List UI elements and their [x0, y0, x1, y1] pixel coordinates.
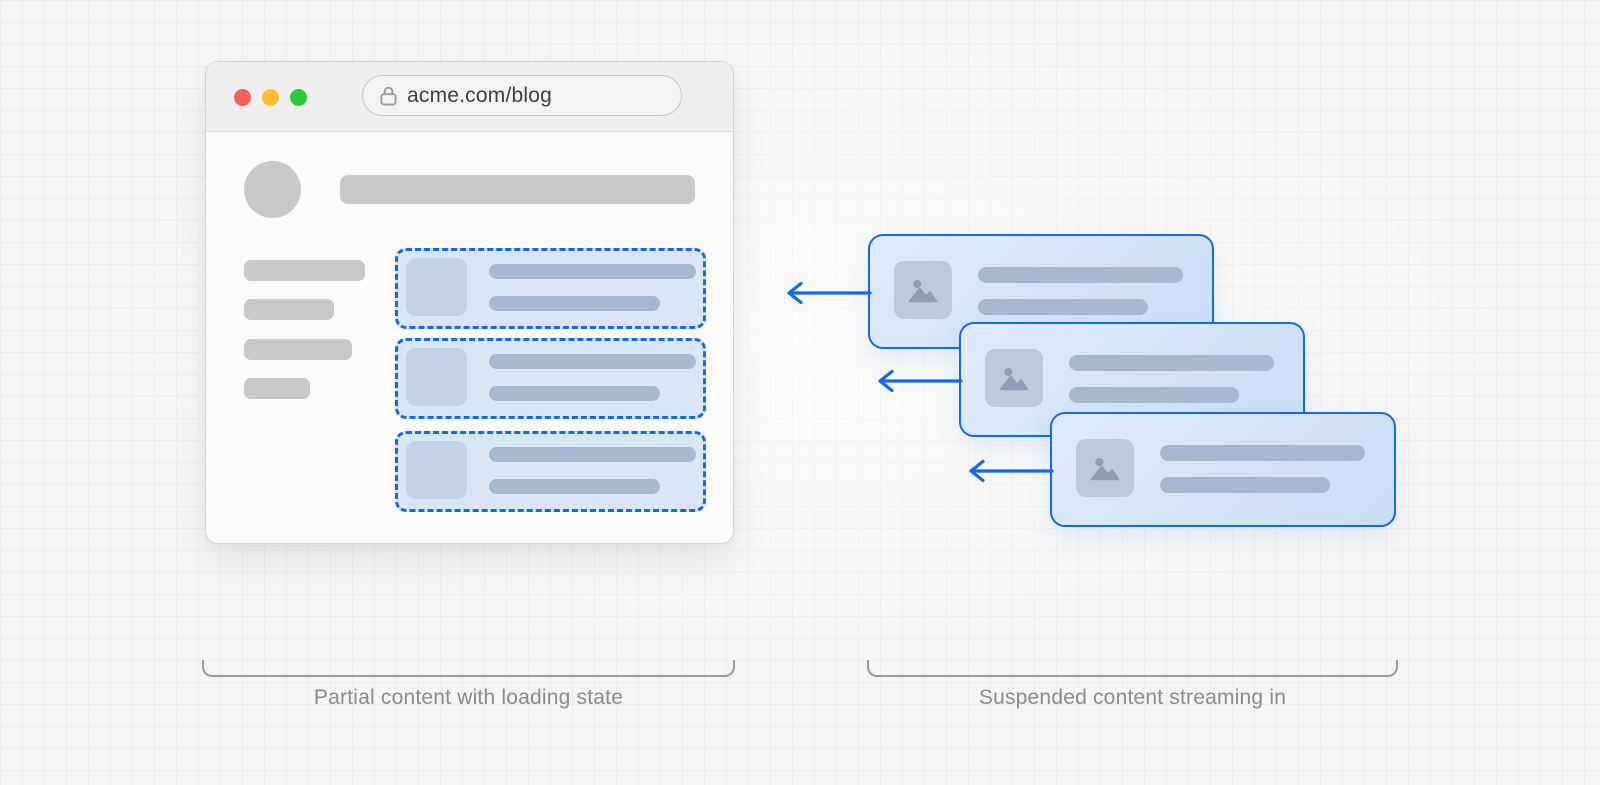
thumbnail-placeholder: [406, 258, 467, 316]
line-skeleton: [489, 386, 660, 401]
text-skeleton-bar: [244, 339, 352, 360]
arrow-left-icon: [969, 459, 1054, 483]
url-bar[interactable]: acme.com/blog: [362, 75, 682, 116]
line-skeleton: [978, 267, 1183, 283]
browser-titlebar: acme.com/blog: [206, 62, 733, 132]
streaming-card: [969, 412, 1396, 527]
suspense-skeleton-slot: [395, 338, 706, 419]
caption-left: Partial content with loading state: [313, 686, 624, 709]
image-icon: [908, 279, 938, 303]
avatar-placeholder: [244, 161, 301, 218]
close-button[interactable]: [234, 89, 251, 106]
text-skeleton-bar: [244, 260, 365, 281]
image-icon: [1090, 457, 1120, 481]
arrow-left-icon: [878, 369, 963, 393]
text-skeleton-bar: [244, 378, 310, 399]
header-skeleton-bar: [340, 175, 695, 204]
zoom-button[interactable]: [290, 89, 307, 106]
line-skeleton: [1160, 445, 1365, 461]
minimize-button[interactable]: [262, 89, 279, 106]
media-placeholder: [1076, 439, 1134, 497]
brace-left: [202, 660, 735, 677]
url-text: acme.com/blog: [407, 83, 552, 107]
brace-right: [867, 660, 1398, 677]
thumbnail-placeholder: [406, 348, 467, 406]
lock-icon: [380, 86, 397, 106]
browser-window: acme.com/blog: [205, 61, 734, 544]
thumbnail-placeholder: [406, 441, 467, 499]
image-icon: [999, 367, 1029, 391]
line-skeleton: [1069, 387, 1239, 403]
line-skeleton: [489, 447, 696, 462]
caption-right: Suspended content streaming in: [978, 686, 1287, 709]
line-skeleton: [489, 354, 696, 369]
line-skeleton: [489, 479, 660, 494]
suspense-skeleton-slot: [395, 248, 706, 329]
media-placeholder: [894, 261, 952, 319]
line-skeleton: [489, 264, 696, 279]
line-skeleton: [489, 296, 660, 311]
media-placeholder: [985, 349, 1043, 407]
line-skeleton: [978, 299, 1148, 315]
suspense-skeleton-slot: [395, 431, 706, 512]
line-skeleton: [1069, 355, 1274, 371]
line-skeleton: [1160, 477, 1330, 493]
arrow-left-icon: [787, 281, 872, 305]
text-skeleton-bar: [244, 299, 334, 320]
